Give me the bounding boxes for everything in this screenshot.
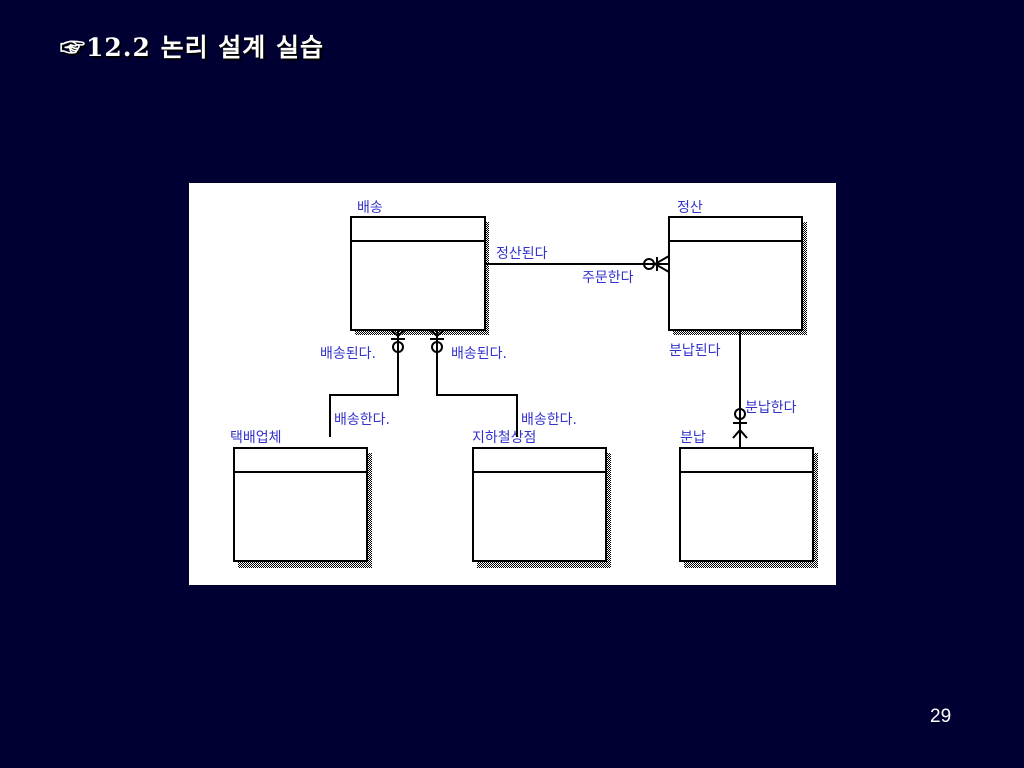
erd-diagram: 배송 정산 택배업체 지하철상점 분납	[189, 183, 836, 585]
rel-label-baesong-handa-2: 배송한다.	[521, 412, 577, 428]
optional-circle-mark	[392, 341, 404, 353]
entity-label-taekbae: 택배업체	[230, 430, 282, 446]
rel-label-bunnap-handa: 분납한다	[745, 400, 797, 416]
rel-label-baesong-doenda-2: 배송된다.	[451, 346, 507, 362]
entity-label-baesong: 배송	[357, 200, 383, 216]
optional-circle-mark	[431, 341, 443, 353]
optional-circle-mark	[734, 408, 746, 420]
optional-circle-mark	[643, 258, 655, 270]
entity-label-bunnap: 분납	[680, 430, 706, 446]
rel-label-baesong-handa-1: 배송한다.	[334, 412, 390, 428]
rel-label-baesong-doenda-1: 배송된다.	[320, 346, 376, 362]
entity-bunnap: 분납	[679, 430, 818, 568]
entity-taekbae: 택배업체	[230, 430, 372, 568]
crowfoot-mark	[429, 329, 438, 337]
entity-baesong: 배송	[350, 200, 489, 335]
entity-label-jihacheol: 지하철상점	[472, 430, 536, 446]
relationship-baesong-jihacheol: 배송된다. 배송한다.	[429, 329, 577, 437]
entity-jihacheol: 지하철상점	[472, 430, 611, 568]
rel-label-jumun-handa: 주문한다	[582, 270, 634, 286]
entity-label-jeongsan: 정산	[677, 200, 703, 216]
entity-jeongsan: 정산	[668, 200, 807, 335]
relationship-baesong-jeongsan: 정산된다 주문한다	[485, 246, 670, 286]
relationship-baesong-taekbae: 배송된다. 배송한다.	[320, 329, 406, 437]
crowfoot-mark	[390, 329, 399, 337]
page-number: 29	[930, 706, 952, 727]
rel-label-bunnap-doenda: 분납된다	[669, 343, 721, 359]
crowfoot-mark	[732, 429, 741, 439]
slide-title: ☞12.2 논리 설계 실습	[60, 33, 325, 62]
relationship-jeongsan-bunnap: 분납된다 분납한다	[669, 330, 797, 448]
rel-label-jeongsan-doenda: 정산된다	[496, 246, 548, 262]
